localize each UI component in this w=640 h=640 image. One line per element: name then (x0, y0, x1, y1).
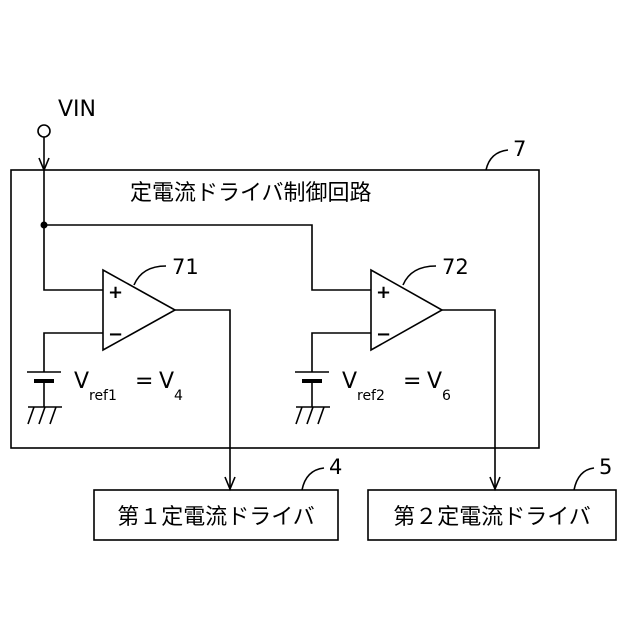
ref-4-leader (302, 468, 324, 490)
driver1-label: 第１定電流ドライバ (117, 505, 315, 530)
ref-7-leader (486, 150, 508, 170)
ref-71-leader (134, 266, 166, 285)
ground1-hatch (28, 407, 56, 424)
amp1-plus-sign: + (108, 282, 123, 303)
control-circuit-title: 定電流ドライバ制御回路 (130, 181, 372, 206)
formula-vref2: V ref2 = V 6 (342, 369, 451, 404)
ref-5-leader (574, 468, 594, 490)
wire-to-amp2-plus (44, 225, 371, 290)
ref-72: 72 (442, 255, 469, 279)
formula2-sub: ref2 (357, 388, 385, 404)
formula2-eq: = (403, 369, 421, 394)
driver2-label: 第２定電流ドライバ (393, 505, 591, 530)
amp2-plus-sign: + (376, 282, 391, 303)
amp1-minus-sign: − (108, 324, 123, 345)
formula2-v: V (342, 369, 357, 394)
ground2-hatch (296, 407, 324, 424)
control-circuit-box (11, 170, 539, 448)
formula2-sub2: 6 (442, 388, 451, 404)
formula1-sub: ref1 (89, 388, 117, 404)
vref2-wire (312, 333, 371, 372)
wire-to-amp1-plus (44, 225, 103, 290)
amp1-output-wire (175, 310, 230, 490)
ref-5: 5 (599, 455, 612, 479)
amp2-minus-sign: − (376, 324, 391, 345)
ref-4: 4 (329, 455, 342, 479)
vin-terminal (38, 125, 50, 137)
formula1-eq: = (135, 369, 153, 394)
ref-72-leader (403, 266, 436, 285)
formula1-sub2: 4 (174, 388, 183, 404)
ref-7: 7 (513, 137, 526, 161)
formula1-v2: V (159, 369, 174, 394)
vref1-wire (44, 333, 103, 372)
vin-label: VIN (58, 97, 96, 122)
formula-vref1: V ref1 = V 4 (74, 369, 183, 404)
ref-71: 71 (172, 255, 199, 279)
formula2-v2: V (427, 369, 442, 394)
formula1-v: V (74, 369, 89, 394)
